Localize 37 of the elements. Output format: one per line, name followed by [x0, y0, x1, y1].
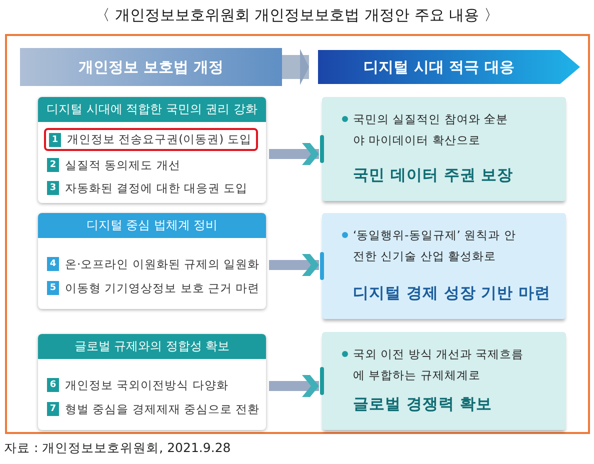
- result-text: 국외 이전 방식 개선과 국제흐름에 부합하는 규제체계로: [353, 346, 525, 384]
- number-badge: 5: [47, 281, 59, 295]
- number-badge: 2: [47, 158, 59, 172]
- panel-card: [38, 334, 266, 430]
- source-note: 자료 : 개인정보보호위원회, 2021.9.28: [4, 440, 231, 457]
- number-badge: 1: [49, 132, 61, 146]
- number-badge: 4: [47, 257, 59, 271]
- arrow: [282, 49, 309, 85]
- panel-heading: 디지털 시대에 적합한 국민의 권리 강화: [38, 97, 266, 122]
- result-headline: 글로벌 경쟁력 확보: [353, 394, 492, 415]
- result-box: [322, 97, 566, 201]
- number-badge: 3: [47, 181, 59, 195]
- result-headline: 디지털 경제 성장 기반 마련: [353, 283, 551, 304]
- banner: [318, 48, 580, 86]
- number-badge: 6: [47, 378, 59, 392]
- result-headline: 국민 데이터 주권 보장: [353, 165, 514, 186]
- panel-card: [38, 213, 266, 309]
- item-text: 자동화된 결정에 대한 대응권 도입: [65, 180, 248, 196]
- panel-heading: 디지털 중심 법체계 정비: [38, 213, 266, 238]
- result-text: ‘동일행위-동일규제’ 원칙과 안전한 신기술 산업 활성화로: [353, 227, 517, 265]
- banner-title: 개인정보 보호법 개정: [78, 58, 224, 76]
- number-badge: 7: [47, 402, 59, 416]
- title: 〈 개인정보보호위원회 개인정보보호법 개정안 주요 내용 〉: [94, 6, 500, 25]
- result-box: [322, 213, 566, 319]
- panel-card: [38, 97, 266, 203]
- item-text: 형벌 중심을 경제제재 중심으로 전환: [65, 402, 260, 416]
- item-text: 개인정보 국외이전방식 다양화: [65, 378, 228, 392]
- highlight-box: [44, 128, 258, 151]
- item-text: 실질적 동의제도 개선: [65, 158, 180, 172]
- item-text: 이동형 기기영상정보 보호 근거 마련: [65, 280, 260, 296]
- panel-heading: 글로벌 규제와의 정합성 확보: [38, 334, 266, 359]
- result-text: 국민의 실질적인 참여와 全분야 마이데이터 확산으로: [353, 111, 508, 149]
- result-box: [322, 332, 566, 430]
- item-text: 개인정보 전송요구권(이동권) 도입: [67, 132, 252, 147]
- banner-title: 디지털 시대 적극 대응: [362, 56, 516, 78]
- item-text: 온·오프라인 이원화된 규제의 일원화: [65, 256, 260, 272]
- banner: [20, 48, 282, 86]
